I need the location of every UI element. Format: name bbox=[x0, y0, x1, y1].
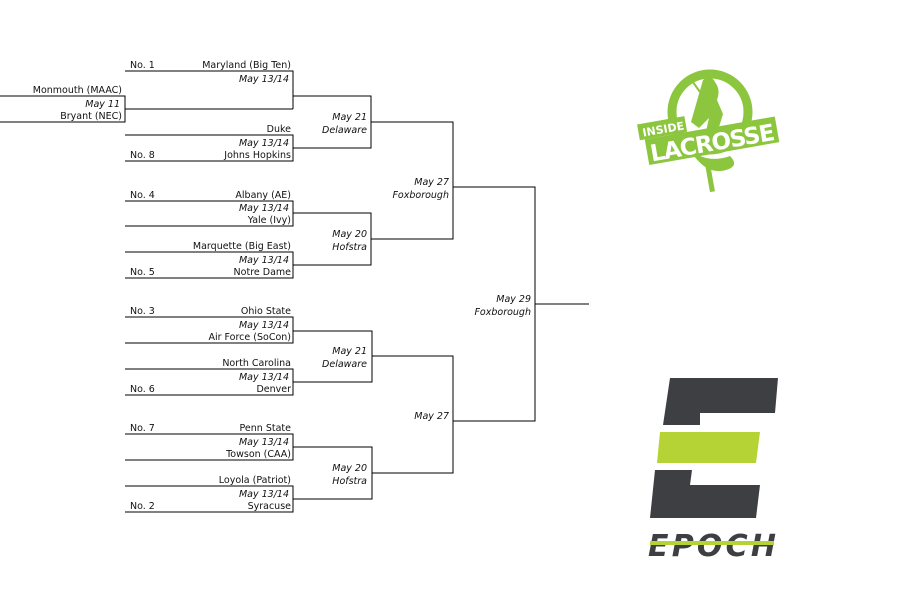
inside-lacrosse-logo: INSIDE LACROSSE bbox=[637, 69, 780, 193]
team-name: Duke bbox=[267, 124, 291, 135]
game-date: May 13/14 bbox=[239, 437, 289, 448]
game-date: May 13/14 bbox=[239, 372, 289, 383]
game-site: Delaware bbox=[322, 125, 367, 136]
game-site: Hofstra bbox=[332, 476, 367, 487]
seed-label: No. 5 bbox=[130, 267, 155, 278]
team-name: Air Force (SoCon) bbox=[208, 332, 291, 343]
game-site: Hofstra bbox=[332, 242, 367, 253]
first-round-game-8: Loyola (Patriot) May 13/14 No. 2 Syracus… bbox=[125, 475, 294, 513]
first-round-game-2: Duke May 13/14 No. 8 Johns Hopkins bbox=[125, 124, 294, 162]
first-round-game-5: No. 3 Ohio State May 13/14 Air Force (So… bbox=[125, 306, 294, 344]
team-name: Ohio State bbox=[241, 306, 291, 317]
game-date: May 21 bbox=[332, 112, 367, 123]
game-date: May 20 bbox=[332, 463, 367, 474]
team-name: Marquette (Big East) bbox=[193, 241, 291, 252]
seed-label: No. 8 bbox=[130, 150, 155, 161]
seed-label: No. 7 bbox=[130, 423, 155, 434]
game-date: May 13/14 bbox=[239, 138, 289, 149]
game-date: May 29 bbox=[496, 294, 531, 305]
first-round-game-7: No. 7 Penn State May 13/14 Towson (CAA) bbox=[125, 423, 294, 461]
quarterfinal-3: May 21 Delaware bbox=[293, 330, 373, 383]
championship: May 29 Foxborough bbox=[453, 186, 589, 422]
game-date: May 13/14 bbox=[239, 203, 289, 214]
team-name: Syracuse bbox=[248, 501, 292, 512]
team-name: Johns Hopkins bbox=[223, 150, 291, 161]
game-date: May 27 bbox=[414, 177, 449, 188]
seed-label: No. 2 bbox=[130, 501, 155, 512]
team-name: Notre Dame bbox=[234, 267, 292, 278]
game-date: May 13/14 bbox=[239, 320, 289, 331]
team-name: Maryland (Big Ten) bbox=[202, 60, 291, 71]
team-name: Yale (Ivy) bbox=[247, 215, 291, 226]
semifinal-2: May 27 bbox=[372, 355, 454, 474]
team-name: Loyola (Patriot) bbox=[219, 475, 291, 486]
first-round-game-1: No. 1 Maryland (Big Ten) May 13/14 bbox=[125, 60, 294, 109]
game-date: May 13/14 bbox=[239, 489, 289, 500]
quarterfinal-2: May 20 Hofstra bbox=[293, 212, 372, 266]
game-site: Foxborough bbox=[392, 190, 449, 201]
semifinal-1: May 27 Foxborough bbox=[371, 121, 454, 240]
team-name: Monmouth (MAAC) bbox=[33, 85, 122, 96]
first-round-game-4: Marquette (Big East) May 13/14 No. 5 Not… bbox=[125, 241, 294, 279]
game-date: May 11 bbox=[85, 99, 120, 110]
game-date: May 21 bbox=[332, 346, 367, 357]
team-name: Denver bbox=[256, 384, 291, 395]
game-date: May 13/14 bbox=[239, 255, 289, 266]
team-name: Penn State bbox=[240, 423, 292, 434]
seed-label: No. 4 bbox=[130, 190, 155, 201]
seed-label: No. 6 bbox=[130, 384, 155, 395]
seed-label: No. 3 bbox=[130, 306, 155, 317]
game-site: Foxborough bbox=[474, 307, 531, 318]
team-name: Towson (CAA) bbox=[225, 449, 291, 460]
epoch-logo: EPOCH bbox=[648, 378, 778, 564]
game-date: May 13/14 bbox=[239, 74, 289, 85]
first-round-game-6: North Carolina May 13/14 No. 6 Denver bbox=[125, 358, 294, 396]
first-round-game-3: No. 4 Albany (AE) May 13/14 Yale (Ivy) bbox=[125, 190, 294, 227]
team-name: Albany (AE) bbox=[235, 190, 291, 201]
play-in-game: Monmouth (MAAC) May 11 Bryant (NEC) bbox=[0, 85, 293, 123]
seed-label: No. 1 bbox=[130, 60, 155, 71]
game-date: May 27 bbox=[414, 411, 449, 422]
team-name: Bryant (NEC) bbox=[60, 111, 122, 122]
quarterfinal-4: May 20 Hofstra bbox=[293, 446, 373, 500]
game-site: Delaware bbox=[322, 359, 367, 370]
quarterfinal-1: May 21 Delaware bbox=[293, 95, 372, 149]
team-name: North Carolina bbox=[222, 358, 291, 369]
epoch-wordmark: EPOCH bbox=[648, 529, 776, 564]
game-date: May 20 bbox=[332, 229, 367, 240]
